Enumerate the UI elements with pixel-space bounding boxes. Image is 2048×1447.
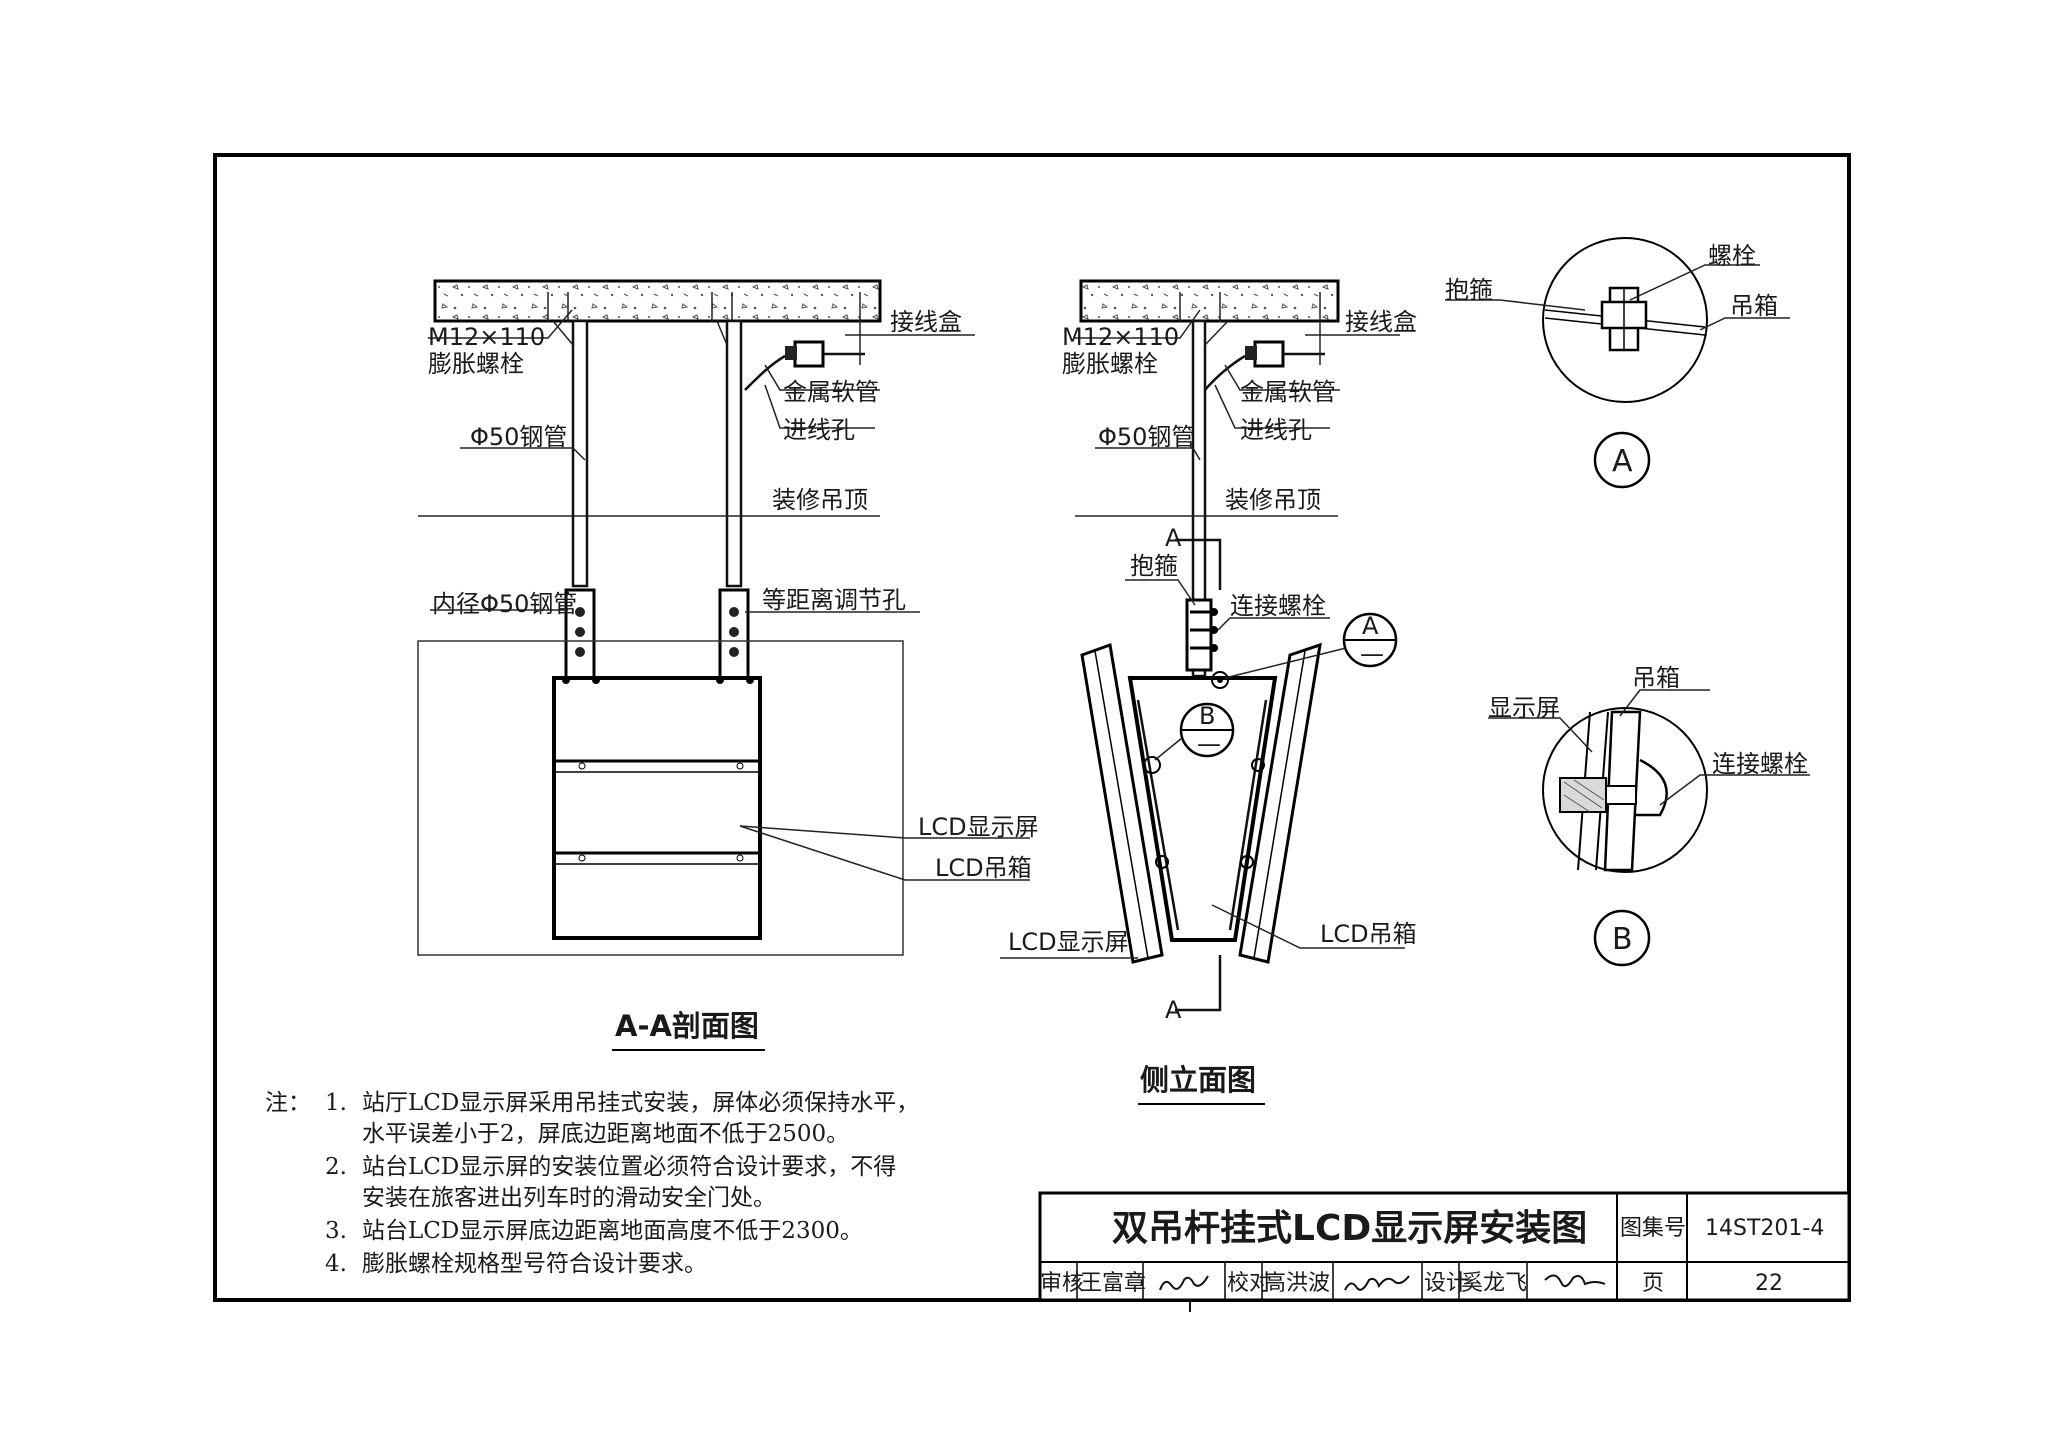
- section-adjust-holes: 等距离调节孔: [762, 586, 906, 614]
- checker-name: 高洪波: [1264, 1271, 1330, 1296]
- side-view-title: 侧立面图: [1140, 1063, 1256, 1097]
- left-inner-sleeve: [564, 588, 596, 680]
- note-1-line-1: 站厅LCD显示屏采用吊挂式安装，屏体必须保持水平，: [362, 1090, 919, 1116]
- drawing-frame: [213, 153, 1851, 1302]
- designer-name: 奚龙飞: [1461, 1271, 1527, 1296]
- reviewer-signature: [1159, 1275, 1209, 1312]
- page-number: 22: [1755, 1271, 1783, 1296]
- design-label: 设计: [1424, 1271, 1468, 1296]
- detail-a-box: 吊箱: [1730, 292, 1778, 320]
- section-view: M12×110 膨胀螺栓 接线盒 金属软管 进线孔 Φ50钢管 装修吊顶 内径Φ…: [417, 279, 1039, 1051]
- side-bolt-spec: M12×110: [1062, 323, 1179, 351]
- section-junction-box: 接线盒: [890, 308, 962, 336]
- designer-signature: [1544, 1274, 1606, 1288]
- svg-text:—: —: [1360, 640, 1384, 668]
- note-1-line-2: 水平误差小于2，屏底边距离地面不低于2500。: [362, 1121, 849, 1147]
- side-callout-a: A —: [1224, 612, 1398, 679]
- svg-text:B: B: [1199, 702, 1215, 730]
- detail-a: 抱箍 螺栓 吊箱 A: [1445, 237, 1790, 489]
- section-metal-conduit: 金属软管: [783, 378, 879, 406]
- detail-b-box: 吊箱: [1632, 664, 1680, 692]
- section-cut-top-label: A: [1165, 524, 1182, 552]
- detail-a-bolt: 螺栓: [1708, 242, 1756, 270]
- note-3-line-1: 站台LCD显示屏底边距离地面高度不低于2300。: [362, 1218, 863, 1244]
- note-2-line-1: 站台LCD显示屏的安装位置必须符合设计要求，不得: [362, 1154, 896, 1180]
- section-ceiling: 装修吊顶: [772, 486, 868, 514]
- section-view-title: A-A剖面图: [615, 1009, 759, 1043]
- atlas-number: 14ST201-4: [1705, 1216, 1824, 1241]
- page-label: 页: [1642, 1271, 1664, 1296]
- side-leaders: [1000, 309, 1405, 959]
- note-2-num: 2.: [325, 1154, 347, 1180]
- svg-text:—: —: [1197, 730, 1221, 758]
- section-leaders: [428, 309, 1030, 881]
- section-cut-bottom: [1175, 955, 1222, 1012]
- check-label: 校对: [1227, 1271, 1271, 1296]
- section-entry-hole: 进线孔: [783, 416, 855, 444]
- section-inner-pipe: 内径Φ50钢管: [432, 590, 577, 618]
- side-concrete-slab: [1079, 279, 1340, 323]
- note-2-line-2: 安装在旅客进出列车时的滑动安全门处。: [362, 1185, 776, 1211]
- side-metal-conduit: 金属软管: [1240, 378, 1336, 406]
- note-4-line-1: 膨胀螺栓规格型号符合设计要求。: [362, 1251, 707, 1277]
- detail-b-connect-bolt: 连接螺栓: [1712, 750, 1808, 778]
- side-connect-bolt: 连接螺栓: [1230, 592, 1326, 620]
- svg-text:A: A: [1362, 612, 1379, 640]
- lcd-box: [552, 676, 762, 940]
- note-1-num: 1.: [325, 1090, 347, 1116]
- section-bolt-name: 膨胀螺栓: [428, 350, 524, 378]
- concrete-slab: [433, 279, 882, 323]
- note-3-num: 3.: [325, 1218, 347, 1244]
- right-inner-sleeve: [718, 588, 750, 680]
- side-junction-box: 接线盒: [1345, 308, 1417, 336]
- side-bolt-name: 膨胀螺栓: [1062, 350, 1158, 378]
- side-anchor-bolts: [1179, 292, 1321, 340]
- section-cut-top: [1175, 538, 1222, 590]
- side-junction-box: [1204, 340, 1325, 391]
- detail-b-label: B: [1612, 922, 1633, 957]
- side-hoop: 抱箍: [1130, 552, 1178, 580]
- side-callout-b: B —: [1154, 702, 1235, 761]
- section-cut-bottom-label: A: [1165, 996, 1182, 1024]
- title-block: 双吊杆挂式LCD显示屏安装图 图集号 14ST201-4 审核 王富章 校对 高…: [1038, 1191, 1851, 1312]
- detail-a-label: A: [1612, 444, 1633, 479]
- side-view: A A: [1000, 279, 1417, 1105]
- checker-signature: [1344, 1275, 1410, 1291]
- anchor-bolts: [547, 292, 861, 340]
- side-right-screen: [1238, 642, 1322, 964]
- section-bolt-spec: M12×110: [428, 323, 545, 351]
- notes-prefix: 注：: [265, 1090, 311, 1116]
- side-ceiling: 装修吊顶: [1225, 486, 1321, 514]
- detail-a-hoop: 抱箍: [1445, 276, 1493, 304]
- side-steel-pipe: Φ50钢管: [1098, 423, 1195, 451]
- left-steel-pipe: [552, 319, 589, 588]
- detail-b-screen: 显示屏: [1488, 694, 1560, 722]
- side-lcd-screen: LCD显示屏: [1008, 928, 1129, 956]
- notes: 注： 1. 站厅LCD显示屏采用吊挂式安装，屏体必须保持水平， 水平误差小于2，…: [265, 1090, 919, 1277]
- side-lcd-box: LCD吊箱: [1320, 920, 1417, 948]
- side-hoop-bolts: [1185, 598, 1218, 672]
- note-4-num: 4.: [325, 1251, 347, 1277]
- junction-box: [744, 340, 865, 391]
- detail-b: 显示屏 吊箱 连接螺栓 B: [1488, 664, 1810, 967]
- atlas-label: 图集号: [1620, 1216, 1686, 1241]
- review-label: 审核: [1040, 1271, 1084, 1296]
- drawing-title: 双吊杆挂式LCD显示屏安装图: [1112, 1208, 1587, 1249]
- reviewer-name: 王富章: [1080, 1271, 1146, 1296]
- side-left-screen: [1080, 642, 1164, 964]
- section-steel-pipe: Φ50钢管: [470, 423, 567, 451]
- lcd-screen-outline: [417, 640, 904, 956]
- side-entry-hole: 进线孔: [1240, 416, 1312, 444]
- section-lcd-screen: LCD显示屏: [918, 813, 1039, 841]
- right-steel-pipe: [716, 319, 743, 588]
- section-lcd-box: LCD吊箱: [935, 854, 1032, 882]
